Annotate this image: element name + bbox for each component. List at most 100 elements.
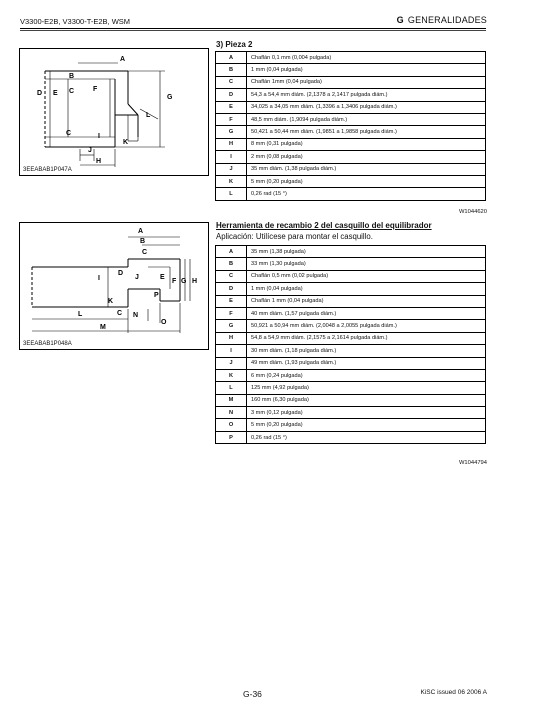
fig2-label-b: B	[140, 238, 145, 245]
section-title: GENERALIDADES	[407, 15, 487, 25]
figure-caption: 3EEABAB1P048A	[23, 341, 72, 347]
section-letter: G	[396, 15, 404, 25]
row-key: L	[215, 381, 247, 395]
row-key: J	[215, 162, 247, 176]
row-value: 35 mm (1,38 pulgada)	[246, 244, 486, 259]
row-key: I	[215, 150, 247, 164]
fig1-label-a: A	[120, 56, 125, 63]
fig2-label-g: G	[181, 278, 187, 285]
row-value: 49 mm diám. (1,93 pulgada diám.)	[246, 356, 486, 370]
fig2-label-j: J	[135, 274, 139, 281]
fig1-label-h: H	[96, 158, 101, 165]
row-key: H	[215, 331, 247, 346]
row-key: I	[215, 344, 247, 358]
row-key: O	[215, 418, 247, 432]
row-key: P	[215, 430, 247, 445]
fig1-label-l: L	[146, 112, 151, 119]
section2-application: Aplicación: Utilícese para montar el cas…	[216, 232, 373, 241]
row-value: 8 mm (0,31 pulgada)	[246, 137, 486, 152]
row-key: B	[215, 257, 247, 271]
row-value: 40 mm diám. (1,57 pulgada diám.)	[246, 306, 486, 321]
row-value: Chaflán 1 mm (0,04 pulgada)	[246, 294, 486, 308]
row-value: 5 mm (0,20 pulgada)	[246, 418, 486, 432]
row-value: 35 mm diám. (1,38 pulgada diám.)	[246, 162, 486, 176]
row-key: C	[215, 269, 247, 284]
fig2-label-h: H	[192, 278, 197, 285]
fig1-label-d: D	[37, 90, 42, 97]
row-key: L	[215, 187, 247, 201]
fig2-label-a: A	[138, 228, 143, 235]
row-value: 30 mm diám. (1,18 pulgada diám.)	[246, 344, 486, 358]
figure-replacement-tool-2: A B C D J E F G H I K P L C N O M 3EEABA…	[19, 222, 209, 350]
row-value: 33 mm (1,30 pulgada)	[246, 257, 486, 271]
row-value: 54,3 a 54,4 mm diám. (2,1378 a 2,1417 pu…	[246, 88, 486, 102]
row-value: 2 mm (0,08 pulgada)	[246, 150, 486, 164]
row-value: 1 mm (0,04 pulgada)	[246, 63, 486, 77]
fig1-label-k: K	[123, 139, 128, 146]
part-2-drawing: A B C D E F G L C I J K H	[37, 56, 173, 167]
row-key: E	[215, 100, 247, 114]
fig1-label-g: G	[167, 94, 173, 101]
row-value: 160 mm (6,30 pulgada)	[246, 393, 486, 408]
row-key: N	[215, 406, 247, 420]
fig1-label-b: B	[69, 73, 74, 80]
row-key: D	[215, 282, 247, 296]
row-value: Chaflán 1mm (0,04 pulgada)	[246, 75, 486, 90]
row-key: F	[215, 112, 247, 127]
row-value: 34,025 a 34,05 mm diám. (1,3396 a 1,3406…	[246, 100, 486, 114]
header-rule-thin	[20, 30, 486, 31]
figure-part-2: A B C D E F G L C I J K H 3EEABAB1P047A	[19, 48, 209, 176]
fig2-label-f: F	[172, 278, 177, 285]
row-key: K	[215, 174, 247, 189]
row-value: 6 mm (0,24 pulgada)	[246, 368, 486, 383]
row-value: 1 mm (0,04 pulgada)	[246, 282, 486, 296]
section1-code: W1044620	[458, 209, 487, 215]
row-key: A	[215, 50, 247, 65]
section2-code: W1044794	[458, 460, 487, 466]
row-value: 5 mm (0,20 pulgada)	[246, 174, 486, 189]
row-value: 3 mm (0,12 pulgada)	[246, 406, 486, 420]
figure-caption: 3EEABAB1P047A	[23, 167, 72, 173]
fig2-label-e: E	[160, 274, 165, 281]
header-models: V3300-E2B, V3300-T-E2B, WSM	[20, 17, 131, 26]
fig2-label-l: L	[78, 311, 83, 318]
fig2-label-m: M	[100, 324, 106, 331]
fig2-label-i: I	[98, 275, 100, 282]
row-key: F	[215, 306, 247, 321]
row-key: G	[215, 125, 247, 139]
footer-issued: KiSC issued 06 2006 A	[420, 689, 488, 696]
fig1-label-f: F	[93, 86, 98, 93]
row-key: H	[215, 137, 247, 152]
fig1-label-c: C	[69, 88, 74, 95]
section2-title: Herramienta de recambio 2 del casquillo …	[216, 221, 432, 230]
row-key: B	[215, 63, 247, 77]
fig1-label-i: I	[98, 133, 100, 140]
row-key: D	[215, 88, 247, 102]
row-value: 0,26 rad (15 °)	[246, 187, 486, 201]
row-value: Chaflán 0,5 mm (0,02 pulgada)	[246, 269, 486, 284]
